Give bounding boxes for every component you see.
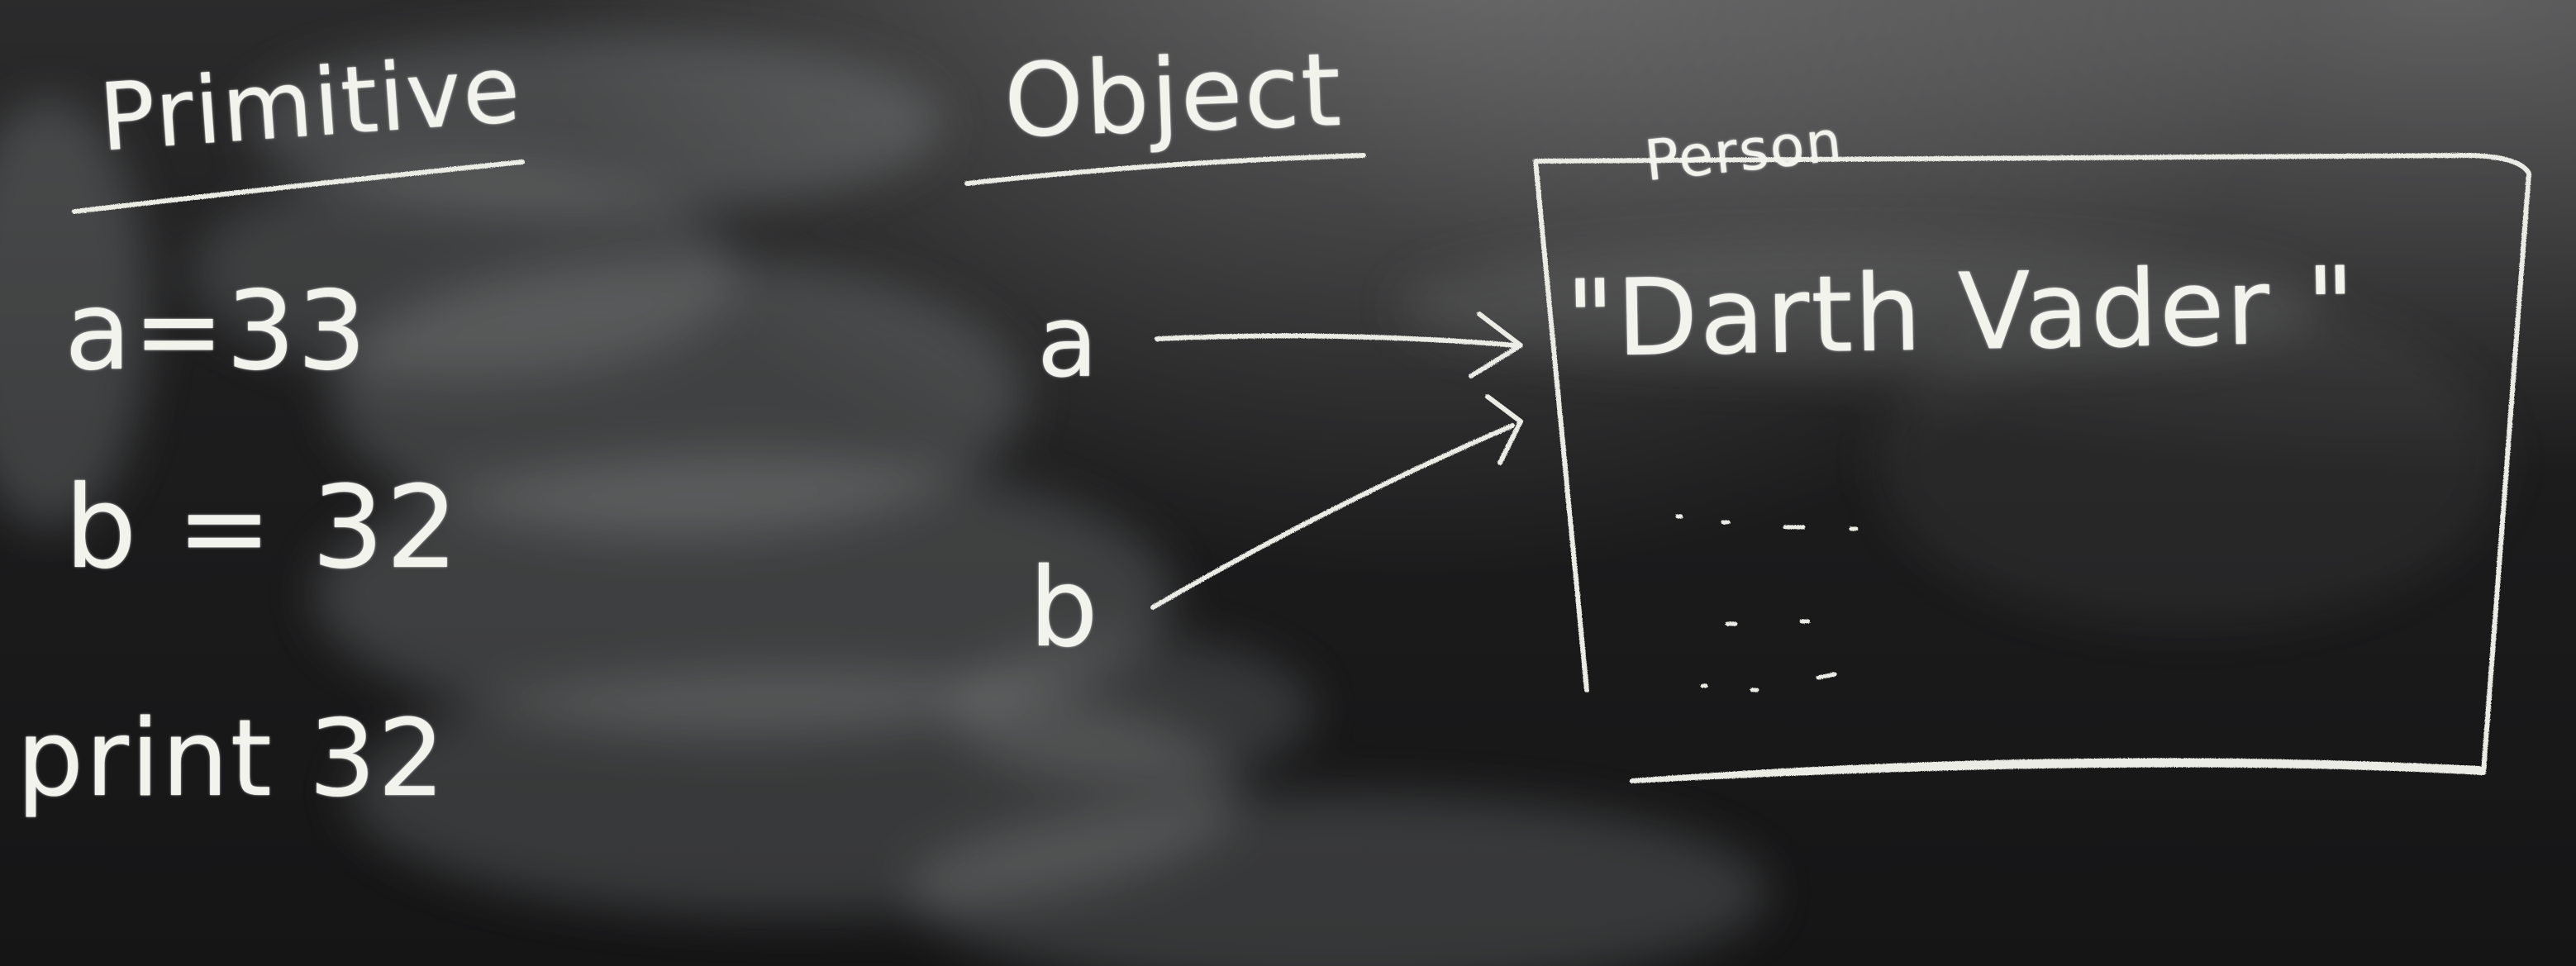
heading-object: Object	[1002, 31, 1345, 161]
chalk-strokes	[72, 153, 2531, 783]
arrow-b	[1150, 394, 1523, 610]
field-dots	[1675, 514, 1859, 692]
object-var-a: a	[1037, 285, 1100, 400]
primitive-underline	[72, 159, 525, 214]
primitive-line-b: b = 32	[64, 461, 460, 594]
person-box	[1533, 153, 2531, 783]
heading-primitive: Primitive	[96, 36, 526, 173]
object-underline	[964, 153, 1366, 186]
primitive-line-a: a=33	[64, 268, 369, 395]
primitive-line-print: print 32	[17, 697, 447, 821]
eraser-smudges	[0, 33, 2504, 966]
box-value-name: "Darth Vader "	[1564, 244, 2358, 382]
object-var-b: b	[1029, 545, 1100, 672]
arrow-a	[1155, 312, 1523, 378]
person-box-bottom	[1630, 758, 2482, 783]
